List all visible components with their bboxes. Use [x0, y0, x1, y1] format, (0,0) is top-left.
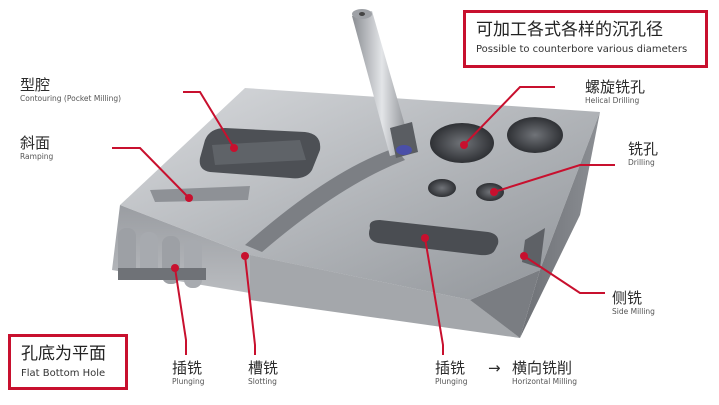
label-plunging-left-en: Plunging [172, 377, 205, 386]
label-slotting: 槽铣 Slotting [248, 359, 279, 387]
flat-bottom-title-zh: 孔底为平面 [21, 344, 106, 364]
label-side-milling: 侧铣 Side Milling [612, 289, 655, 317]
label-plunging-right: 插铣 Plunging [435, 359, 468, 387]
label-drilling-en: Drilling [628, 158, 655, 167]
horizontal-arrow: → [488, 358, 501, 377]
counterbore-title-zh: 可加工各式各样的沉孔径 [476, 20, 663, 40]
end-mill-tool [352, 9, 418, 158]
flat-bottom-title-en: Flat Bottom Hole [21, 368, 106, 379]
label-drilling-zh: 铣孔 [628, 140, 659, 158]
label-contouring-en: Contouring (Pocket Milling) [20, 94, 122, 103]
block-side-face [520, 112, 600, 338]
label-horizontal: 横向铣削 Horizontal Milling [512, 359, 577, 387]
curved-slot [245, 148, 405, 252]
label-plunging-left: 插铣 Plunging [172, 359, 205, 387]
label-horizontal-en: Horizontal Milling [512, 377, 577, 386]
arrow-glyph: → [488, 359, 501, 377]
label-horizontal-zh: 横向铣削 [512, 359, 573, 377]
label-plunging-right-zh: 插铣 [435, 359, 466, 377]
label-helical: 螺旋铣孔 Helical Drilling [585, 78, 646, 106]
label-plunging-left-zh: 插铣 [172, 359, 203, 377]
long-slot [369, 220, 499, 256]
label-contouring: 型腔 Contouring (Pocket Milling) [20, 76, 122, 104]
label-contouring-zh: 型腔 [20, 76, 51, 94]
label-side-milling-zh: 侧铣 [612, 289, 643, 307]
small-hole-1 [428, 179, 456, 197]
label-slotting-zh: 槽铣 [248, 359, 279, 377]
label-helical-en: Helical Drilling [585, 96, 640, 105]
label-ramping-zh: 斜面 [20, 134, 51, 152]
label-drilling: 铣孔 Drilling [628, 140, 659, 168]
label-ramping-en: Ramping [20, 152, 54, 161]
large-hole-right [507, 117, 563, 153]
label-ramping: 斜面 Ramping [20, 134, 54, 162]
flat-bottom-callout-box: 孔底为平面 Flat Bottom Hole [8, 334, 128, 390]
label-slotting-en: Slotting [248, 377, 277, 386]
plunged-flutes [118, 228, 206, 288]
label-helical-zh: 螺旋铣孔 [585, 78, 646, 96]
label-plunging-right-en: Plunging [435, 377, 468, 386]
label-side-milling-en: Side Milling [612, 307, 655, 316]
counterbore-title-en: Possible to counterbore various diameter… [476, 44, 688, 55]
counterbore-callout-box: 可加工各式各样的沉孔径 Possible to counterbore vari… [463, 10, 708, 68]
